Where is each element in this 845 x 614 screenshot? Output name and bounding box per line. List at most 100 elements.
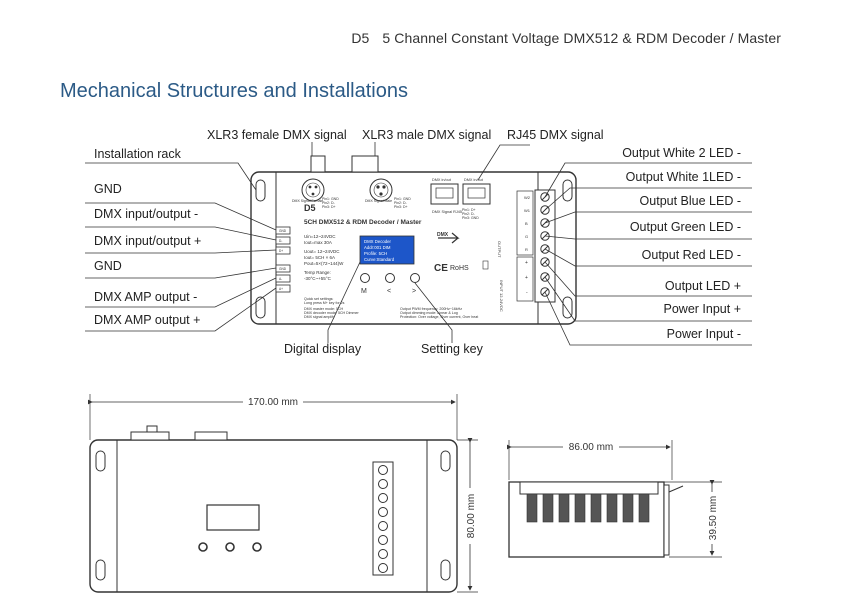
label-dmx-amp-minus: DMX AMP output -	[94, 290, 198, 304]
weee-bin-icon	[482, 260, 489, 270]
key-label: <	[387, 288, 391, 295]
terminal-label: W1	[524, 208, 531, 213]
rj45-caption: DMX in/out	[464, 178, 484, 182]
label-gnd-1: GND	[94, 182, 122, 196]
label-rj45: RJ45 DMX signal	[507, 128, 604, 142]
digital-display	[359, 235, 415, 265]
label-xlr-female: XLR3 female DMX signal	[207, 128, 347, 142]
xlr-female-caption: DMX Signal Female	[292, 199, 323, 203]
label-output-blue: Output Blue LED -	[639, 194, 741, 208]
note-line: Quick set settings:	[304, 297, 333, 301]
label-gnd-2: GND	[94, 259, 122, 273]
rj45-caption: DMX in/out	[432, 178, 452, 182]
rj45-pin: Pin3: GND	[462, 216, 479, 220]
rj45-pin: Pin1: D+	[462, 208, 476, 212]
xlr-male-caption: DMX Signal Male	[365, 199, 392, 203]
terminal-label: G	[525, 234, 528, 239]
xlr-male-pin: Pin1: GND	[394, 197, 411, 201]
output-label: OUTPUT	[497, 241, 502, 258]
section-title: Mechanical Structures and Installations	[60, 80, 408, 102]
terminal-label: B	[525, 221, 528, 226]
screen-line: Curve:Standard	[364, 257, 395, 262]
label-dmx-io-minus: DMX input/output -	[94, 207, 199, 221]
note-line: DMX master mode: 5CH	[304, 307, 344, 311]
dim-height: 80.00 mm	[466, 494, 477, 538]
device-spec: Iout= 5CH × 6A	[304, 255, 335, 260]
label-setting-key: Setting key	[421, 342, 483, 356]
xlr-female-pin: Pin2: D-	[322, 201, 335, 205]
xlr-female-pin: Pin3: D+	[322, 205, 336, 209]
temp-value: -30°C~+55°C	[304, 276, 332, 281]
device-front-view	[88, 394, 478, 593]
dim-depth: 39.50 mm	[708, 496, 719, 540]
xlr-female-connector	[301, 155, 326, 202]
page-header: D5 5 Channel Constant Voltage DMX512 & R…	[351, 30, 781, 46]
input-label: INPUT 12-24VDC	[499, 280, 504, 312]
device-name: 5CH DMX512 & RDM Decoder / Master	[304, 219, 422, 226]
terminal-label: +	[525, 260, 528, 266]
right-terminal-block	[516, 189, 556, 303]
note-line: Long press M+ key for 2s	[304, 301, 345, 305]
screen-line: DMX Decoder	[364, 239, 392, 244]
label-power-input-plus: Power Input +	[663, 302, 741, 316]
xlr-male-pin: Pin2: D-	[394, 201, 407, 205]
xlr-female-pin: Pin1: GND	[322, 197, 339, 201]
terminal-label: GND	[279, 267, 287, 271]
header-title: 5 Channel Constant Voltage DMX512 & RDM …	[382, 30, 781, 46]
dmx-arrow-icon	[438, 232, 460, 244]
terminal-label: GND	[279, 229, 287, 233]
label-installation-rack: Installation rack	[94, 147, 181, 161]
label-dmx-amp-plus: DMX AMP output +	[94, 313, 201, 327]
device-spec: Pout=5×(72~144)W	[304, 261, 344, 266]
note-line: Output dimming mode: Linear & Log	[400, 311, 458, 315]
terminal-label: R	[525, 247, 528, 252]
key-label: M	[361, 288, 367, 295]
terminal-label: D-	[279, 239, 282, 243]
note-line: Protection: Over voltage, Over current, …	[400, 315, 478, 319]
screen-line: Addr:001 DIM	[364, 245, 391, 250]
xlr-male-connector	[351, 155, 393, 202]
label-output-led-plus: Output LED +	[664, 279, 741, 293]
label-xlr-male: XLR3 male DMX signal	[362, 128, 492, 142]
device-spec: Uin=12~24VDC	[304, 234, 336, 239]
label-output-green: Output Green LED -	[629, 220, 741, 234]
dim-length: 170.00 mm	[248, 397, 298, 408]
key-m[interactable]	[360, 273, 370, 283]
label-output-red: Output Red LED -	[641, 248, 741, 262]
rohs-mark: RoHS	[450, 265, 469, 272]
key-left[interactable]	[385, 273, 395, 283]
key-label: >	[412, 288, 416, 295]
terminal-label: W2	[524, 195, 531, 200]
label-digital-display: Digital display	[284, 342, 362, 356]
dim-width: 86.00 mm	[569, 442, 613, 453]
left-terminal-block	[275, 226, 291, 293]
terminal-label: D+	[279, 249, 283, 253]
note-line: DMX decoder mode: 5CH Dimmer	[304, 311, 360, 315]
ce-mark-icon: CE	[434, 263, 448, 274]
mount-slot	[255, 179, 266, 202]
dmx-logo: DMX	[437, 232, 449, 238]
rj45-signal-label: DMX Signal RJ45	[432, 210, 462, 214]
callout-lines	[85, 142, 752, 346]
terminal-label: A-	[279, 277, 282, 281]
label-output-white2: Output White 2 LED -	[622, 146, 741, 160]
key-right[interactable]	[410, 273, 420, 283]
terminal-label: A+	[279, 287, 283, 291]
terminal-label: +	[525, 275, 528, 281]
device-side-view	[507, 440, 722, 558]
note-line: Output PWM frequency: 200Hz~16kHz	[400, 307, 462, 311]
label-power-input-minus: Power Input -	[666, 327, 741, 341]
device-spec: Uout= 12~24VDC	[304, 249, 340, 254]
rj45-pin: Pin2: D-	[462, 212, 475, 216]
device-spec: Iout=max 30A	[304, 240, 332, 245]
terminal-label: -	[526, 290, 528, 296]
temp-label: Temp Range:	[304, 270, 331, 275]
mount-slot	[255, 296, 266, 319]
rj45-connector	[430, 183, 491, 205]
header-model: D5	[351, 30, 370, 46]
label-dmx-io-plus: DMX input/output +	[94, 234, 202, 248]
label-output-white1: Output White 1LED -	[625, 170, 741, 184]
screen-line: Profile: 5CH	[364, 251, 387, 256]
front-display	[206, 504, 260, 531]
